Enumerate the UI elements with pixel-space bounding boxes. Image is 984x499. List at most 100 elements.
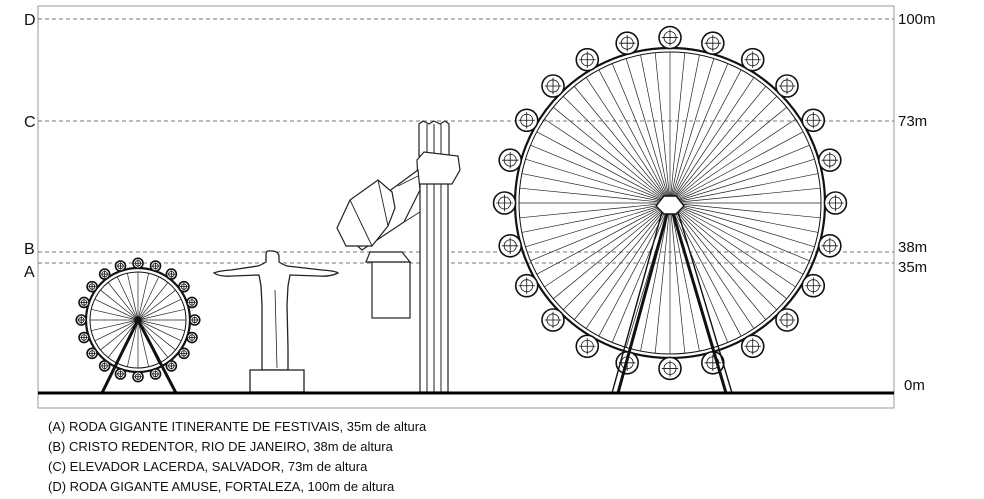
- festival-ferris-wheel: [75, 257, 201, 394]
- wheel-cabin-window: [117, 370, 124, 378]
- wheel-spoke: [640, 202, 671, 352]
- wheel-spoke: [116, 276, 139, 321]
- cristo-pedestal: [249, 369, 305, 393]
- wheel-cabin-window: [168, 270, 175, 278]
- level-height-label-a: 35m: [898, 259, 927, 276]
- wheel-spoke: [573, 86, 671, 204]
- wheel-spoke: [521, 173, 671, 204]
- level-letter-a: A: [24, 264, 35, 281]
- wheel-spoke: [562, 95, 671, 204]
- legend: (A) RODA GIGANTE ITINERANTE DE FESTIVAIS…: [48, 417, 648, 497]
- wheel-spoke: [521, 202, 671, 233]
- wheel-cabin-window: [134, 373, 142, 380]
- wheel-spoke: [562, 202, 671, 311]
- wheel-cabin-window: [503, 239, 517, 253]
- wheel-spoke: [126, 319, 139, 367]
- wheel-spoke: [137, 319, 150, 367]
- wheel-spoke: [536, 202, 671, 275]
- wheel-cabin-window: [134, 260, 142, 267]
- wheel-spoke: [669, 144, 810, 204]
- wheel-support-leg: [668, 202, 728, 394]
- wheel-spoke: [544, 118, 671, 204]
- wheel-cabin-window: [663, 31, 677, 45]
- wheel-cabin-window: [520, 279, 534, 293]
- wheel-cabin-window: [80, 299, 88, 306]
- elevador-structure-line: [349, 199, 373, 247]
- wheel-spoke: [137, 319, 182, 342]
- wheel-spoke: [137, 308, 185, 321]
- wheel-cabin-window: [580, 339, 594, 353]
- level-height-label-c: 73m: [898, 113, 927, 130]
- wheel-spoke: [544, 202, 671, 288]
- wheel-cabin-window: [152, 262, 159, 270]
- wheel-spoke: [585, 77, 671, 204]
- wheel-spoke: [91, 308, 139, 321]
- wheel-spoke: [669, 54, 700, 204]
- legend-item-a: (A) RODA GIGANTE ITINERANTE DE FESTIVAIS…: [48, 419, 427, 434]
- elevador-cabin-block: [336, 179, 396, 247]
- wheel-spoke: [536, 131, 671, 204]
- elevador-structure-line: [403, 211, 421, 223]
- wheel-spoke: [669, 202, 819, 233]
- wheel-cabin-window: [746, 53, 760, 67]
- wheel-spoke: [137, 276, 160, 321]
- wheel-spoke: [91, 319, 139, 332]
- wheel-cabin-window: [746, 339, 760, 353]
- wheel-spoke: [137, 282, 169, 321]
- wheel-leg-truss: [611, 211, 663, 394]
- wheel-leg-truss: [677, 211, 733, 394]
- level-letter-d: D: [24, 12, 36, 29]
- wheel-cabin-window: [117, 262, 124, 270]
- wheel-cabin-window: [191, 316, 198, 324]
- wheel-spoke: [100, 289, 139, 321]
- level-height-label-b: 38m: [898, 239, 927, 256]
- wheel-cabin-window: [829, 196, 842, 210]
- wheel-spoke: [669, 58, 715, 204]
- wheel-spoke: [669, 202, 815, 248]
- cristo-figure: [212, 250, 340, 371]
- wheel-spoke: [611, 63, 671, 204]
- level-letter-c: C: [24, 114, 36, 131]
- wheel-spoke: [94, 298, 139, 321]
- wheel-spoke: [100, 319, 139, 351]
- wheel-cabin-window: [503, 153, 517, 167]
- wheel-spoke: [669, 95, 778, 204]
- wheel-spoke: [669, 202, 804, 275]
- wheel-spoke: [525, 202, 671, 248]
- wheel-spoke: [669, 202, 821, 219]
- wheel-spoke: [519, 187, 671, 204]
- wheel-spoke: [669, 106, 787, 204]
- wheel-cabin-window: [663, 362, 677, 375]
- wheel-spoke: [137, 298, 182, 321]
- wheel-cabin-window: [180, 283, 188, 290]
- wheel-cabin-window: [168, 362, 175, 370]
- wheel-spoke: [525, 158, 671, 204]
- ground-label: 0m: [904, 377, 925, 394]
- wheel-spoke: [625, 58, 671, 204]
- legend-item-b: (B) CRISTO REDENTOR, RIO DE JANEIRO, 38m…: [48, 439, 393, 454]
- wheel-spoke: [669, 202, 700, 352]
- elevador-lacerda: [336, 120, 461, 393]
- wheel-spoke: [137, 319, 176, 351]
- cristo-redentor: [212, 250, 340, 393]
- wheel-support-leg: [616, 202, 672, 394]
- wheel-spoke: [654, 52, 671, 204]
- wheel-spoke: [669, 202, 729, 343]
- wheel-spoke: [669, 118, 796, 204]
- wheel-spoke: [107, 282, 139, 321]
- legend-item-c: (C) ELEVADOR LACERDA, SALVADOR, 73m de a…: [48, 459, 368, 474]
- elevador-head: [416, 151, 461, 185]
- wheel-cabin-window: [823, 153, 837, 167]
- wheel-spoke: [553, 106, 671, 204]
- wheel-spoke: [669, 131, 804, 204]
- wheel-spoke: [669, 86, 767, 204]
- wheel-cabin-window: [152, 370, 159, 378]
- wheel-spoke: [126, 273, 139, 321]
- wheel-cabin-window: [706, 36, 720, 50]
- wheel-cabin-window: [780, 313, 794, 327]
- wheel-spoke: [669, 202, 796, 288]
- wheel-cabin-window: [806, 279, 820, 293]
- wheel-support-leg: [136, 319, 178, 394]
